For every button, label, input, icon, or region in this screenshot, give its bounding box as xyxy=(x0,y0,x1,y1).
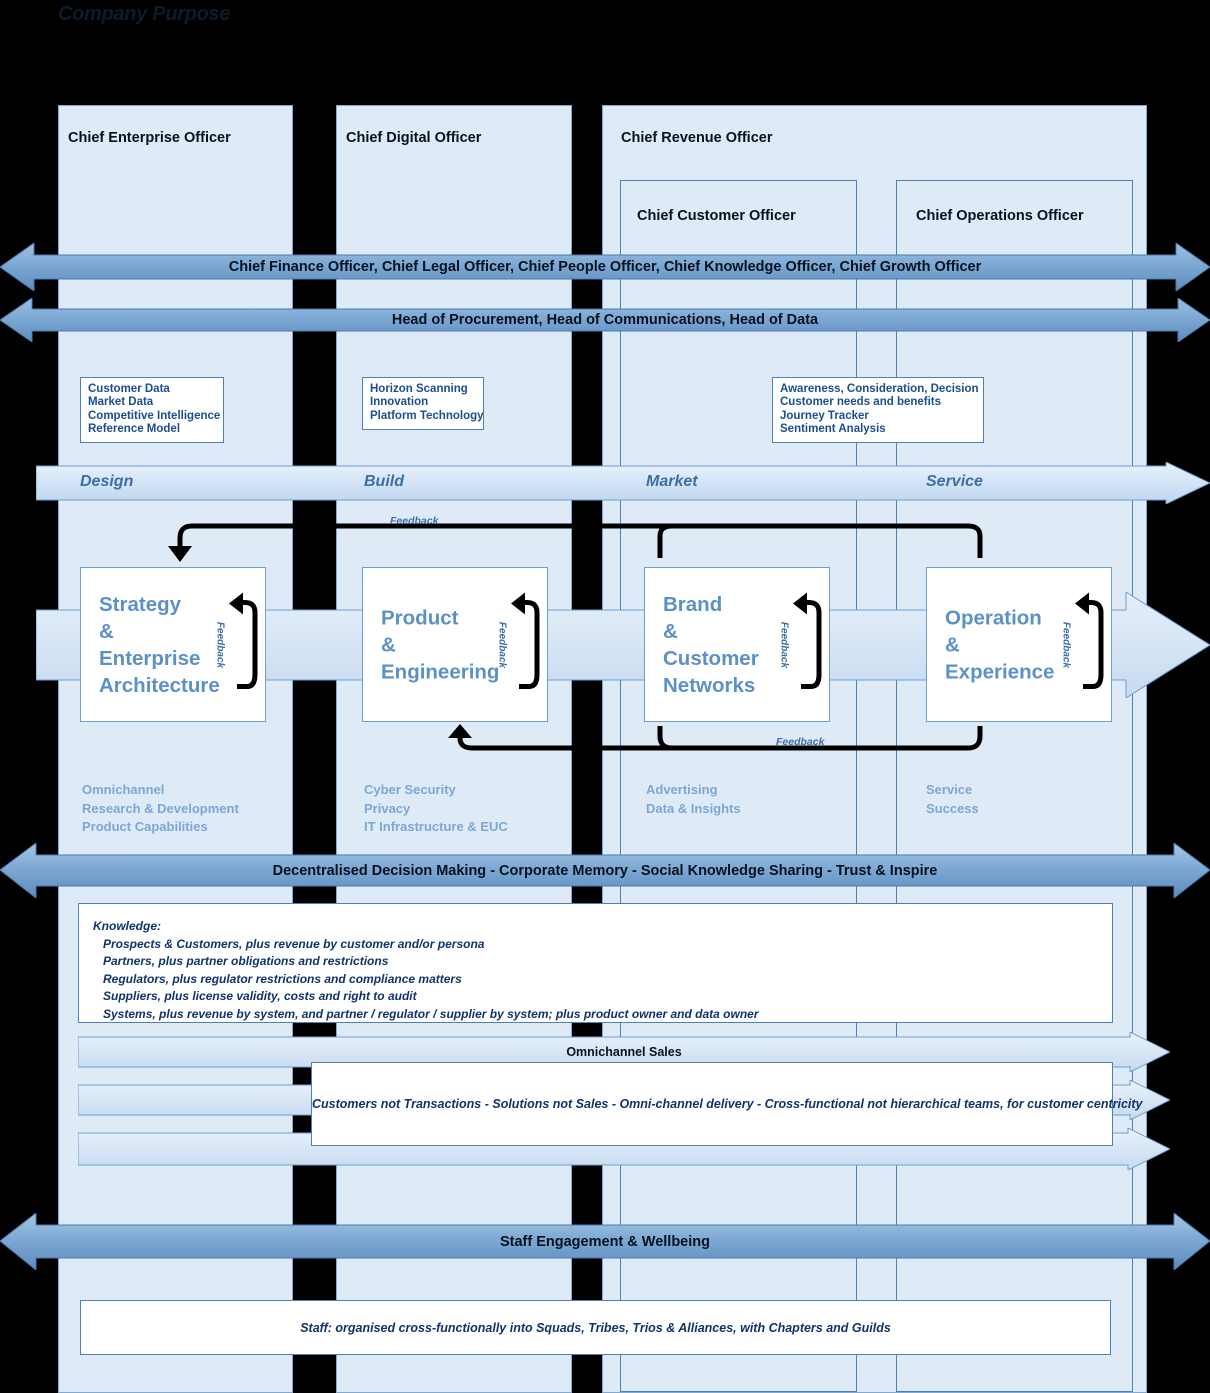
feedback-label-bottom: Feedback xyxy=(776,736,825,748)
page-title: Company Purpose xyxy=(58,3,231,25)
staff-panel: Staff: organised cross-functionally into… xyxy=(80,1300,1111,1355)
phase-label-market: Market xyxy=(646,473,698,490)
function-box-product[interactable]: Product & Engineering Feedback xyxy=(362,567,548,722)
capability-item: Cyber Security xyxy=(364,782,456,797)
note-design-inputs: Customer Data Market Data Competitive In… xyxy=(80,377,224,444)
feedback-connector-bottom xyxy=(440,722,1000,764)
staff-panel-text: Staff: organised cross-functionally into… xyxy=(300,1320,891,1335)
capability-item: Data & Insights xyxy=(646,800,741,816)
customer-centricity-panel: Customers not Transactions - Solutions n… xyxy=(311,1062,1143,1146)
feedback-label: Feedback xyxy=(778,621,790,668)
knowledge-heading: Knowledge: xyxy=(93,919,161,933)
note-line: Market Data xyxy=(88,396,154,409)
exec-label-operations: Chief Operations Officer xyxy=(916,208,1084,224)
band-omnichannel-sales-label: Omnichannel Sales xyxy=(566,1045,682,1059)
note-line: Competitive Intelligence xyxy=(88,409,221,422)
capability-list-build: Cyber Security Privacy IT Infrastructure… xyxy=(364,781,508,837)
capability-list-service: Service Success xyxy=(926,781,979,818)
feedback-loop-icon xyxy=(1073,590,1105,699)
note-line: Customer needs and benefits xyxy=(780,396,942,409)
customer-centricity-text: Customers not Transactions - Solutions n… xyxy=(312,1097,1143,1111)
exec-label-customer: Chief Customer Officer xyxy=(637,208,796,224)
note-line: Customer Data xyxy=(88,383,170,395)
capability-item: Advertising xyxy=(646,782,718,797)
note-build-inputs: Horizon Scanning Innovation Platform Tec… xyxy=(362,377,484,430)
function-box-title: Product & Engineering xyxy=(381,606,500,683)
capability-item: Product Capabilities xyxy=(82,819,208,834)
band-culture: Decentralised Decision Making - Corporat… xyxy=(0,843,1210,898)
band-c-suite: Chief Finance Officer, Chief Legal Offic… xyxy=(0,243,1210,291)
exec-label-revenue: Chief Revenue Officer xyxy=(621,130,773,146)
feedback-connector-top xyxy=(160,518,1000,562)
capability-item: Research & Development xyxy=(82,800,239,816)
capability-list-market: Advertising Data & Insights xyxy=(646,781,741,818)
feedback-loop-icon xyxy=(791,590,823,699)
phase-label-service: Service xyxy=(926,473,983,490)
feedback-label-top: Feedback xyxy=(390,515,439,527)
knowledge-line: Prospects & Customers, plus revenue by c… xyxy=(103,936,485,951)
phase-label-design: Design xyxy=(80,473,134,490)
knowledge-line: Regulators, plus regulator restrictions … xyxy=(103,971,462,986)
note-line: Journey Tracker xyxy=(780,409,869,422)
function-box-title: Brand & Customer Networks xyxy=(663,592,759,697)
capability-item: Success xyxy=(926,800,979,816)
capability-item: IT Infrastructure & EUC xyxy=(364,819,508,834)
function-box-strategy[interactable]: Strategy & Enterprise Architecture Feedb… xyxy=(80,567,266,722)
note-line: Reference Model xyxy=(88,422,181,435)
exec-label-enterprise: Chief Enterprise Officer xyxy=(68,130,231,146)
function-box-operation[interactable]: Operation & Experience Feedback xyxy=(926,567,1112,722)
capability-item: Privacy xyxy=(364,800,411,816)
note-line: Platform Technology xyxy=(370,409,484,422)
feedback-label: Feedback xyxy=(496,621,508,668)
note-line: Horizon Scanning xyxy=(370,383,468,395)
knowledge-line: Suppliers, plus license validity, costs … xyxy=(103,989,417,1003)
feedback-loop-icon xyxy=(509,590,541,699)
feedback-label: Feedback xyxy=(214,621,226,668)
note-market-inputs: Awareness, Consideration, Decision Custo… xyxy=(772,377,984,444)
note-line: Awareness, Consideration, Decision xyxy=(780,383,979,395)
band-heads: Head of Procurement, Head of Communicati… xyxy=(0,298,1210,342)
phase-label-build: Build xyxy=(364,473,404,490)
note-line: Innovation xyxy=(370,396,429,409)
function-box-title: Operation & Experience xyxy=(945,606,1055,683)
feedback-label: Feedback xyxy=(1060,621,1072,668)
capability-item: Omnichannel xyxy=(82,782,165,797)
knowledge-line: Systems, plus revenue by system, and par… xyxy=(103,1006,759,1021)
capability-item: Service xyxy=(926,782,973,797)
feedback-loop-icon xyxy=(227,590,259,699)
band-staff-engagement: Staff Engagement & Wellbeing xyxy=(0,1213,1210,1270)
note-line: Sentiment Analysis xyxy=(780,422,886,435)
function-box-title: Strategy & Enterprise Architecture xyxy=(99,592,220,697)
function-box-brand[interactable]: Brand & Customer Networks Feedback xyxy=(644,567,830,722)
capability-list-design: Omnichannel Research & Development Produ… xyxy=(82,781,239,837)
exec-label-digital: Chief Digital Officer xyxy=(346,130,482,146)
phase-flow-arrow xyxy=(36,462,1210,504)
knowledge-panel: Knowledge: Prospects & Customers, plus r… xyxy=(78,903,1113,1023)
knowledge-line: Partners, plus partner obligations and r… xyxy=(103,954,389,968)
